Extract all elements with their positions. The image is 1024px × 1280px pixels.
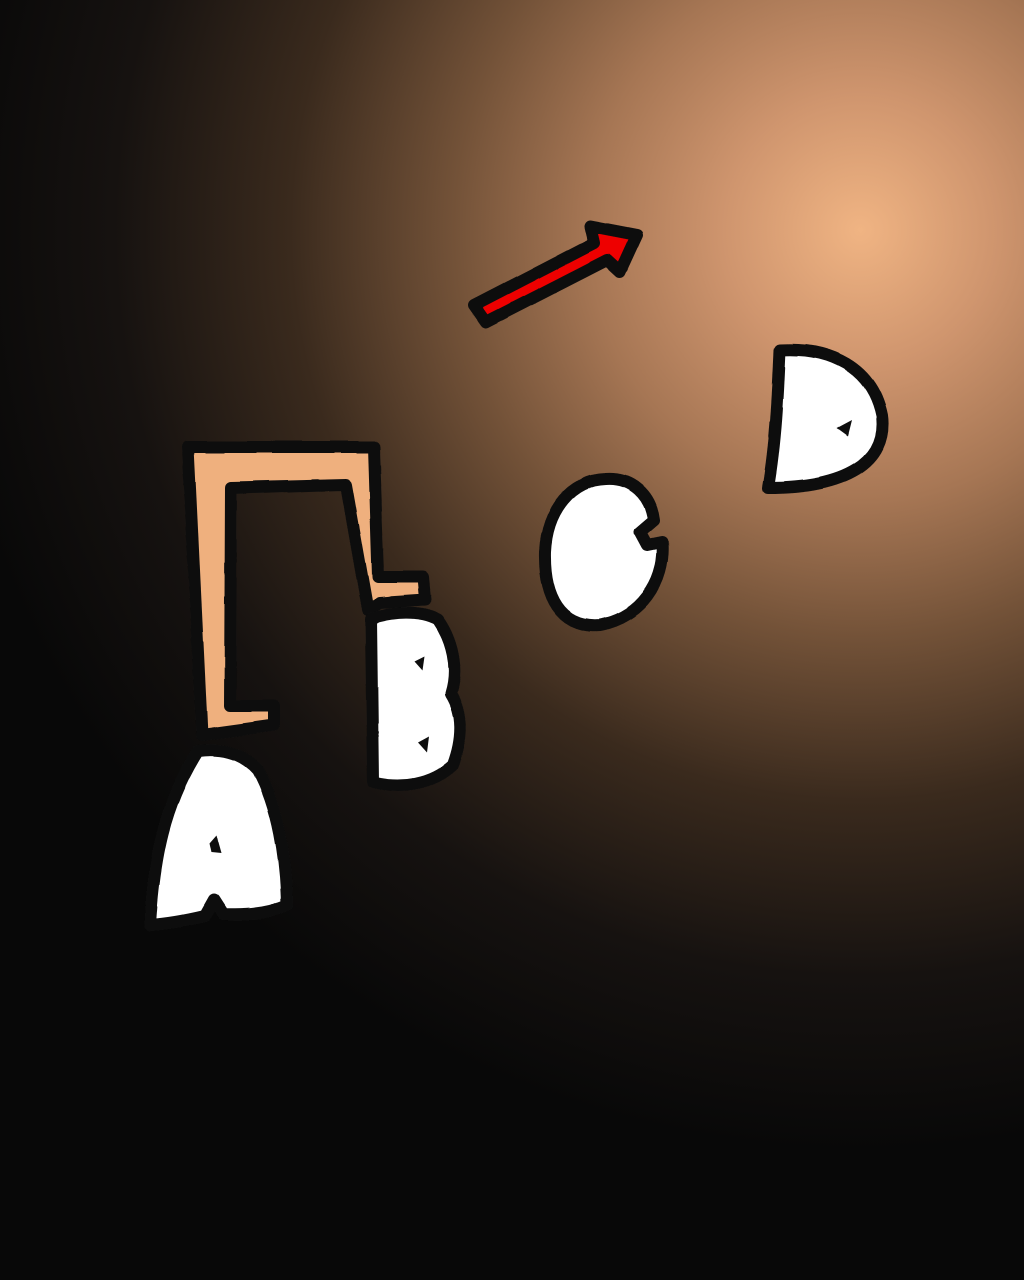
letter-b-icon bbox=[365, 607, 467, 792]
hand-shape-icon bbox=[182, 441, 431, 741]
letter-d-icon bbox=[762, 343, 889, 494]
arrow-icon bbox=[468, 220, 643, 328]
letter-a-icon bbox=[144, 744, 293, 931]
letter-c-icon bbox=[538, 472, 669, 632]
